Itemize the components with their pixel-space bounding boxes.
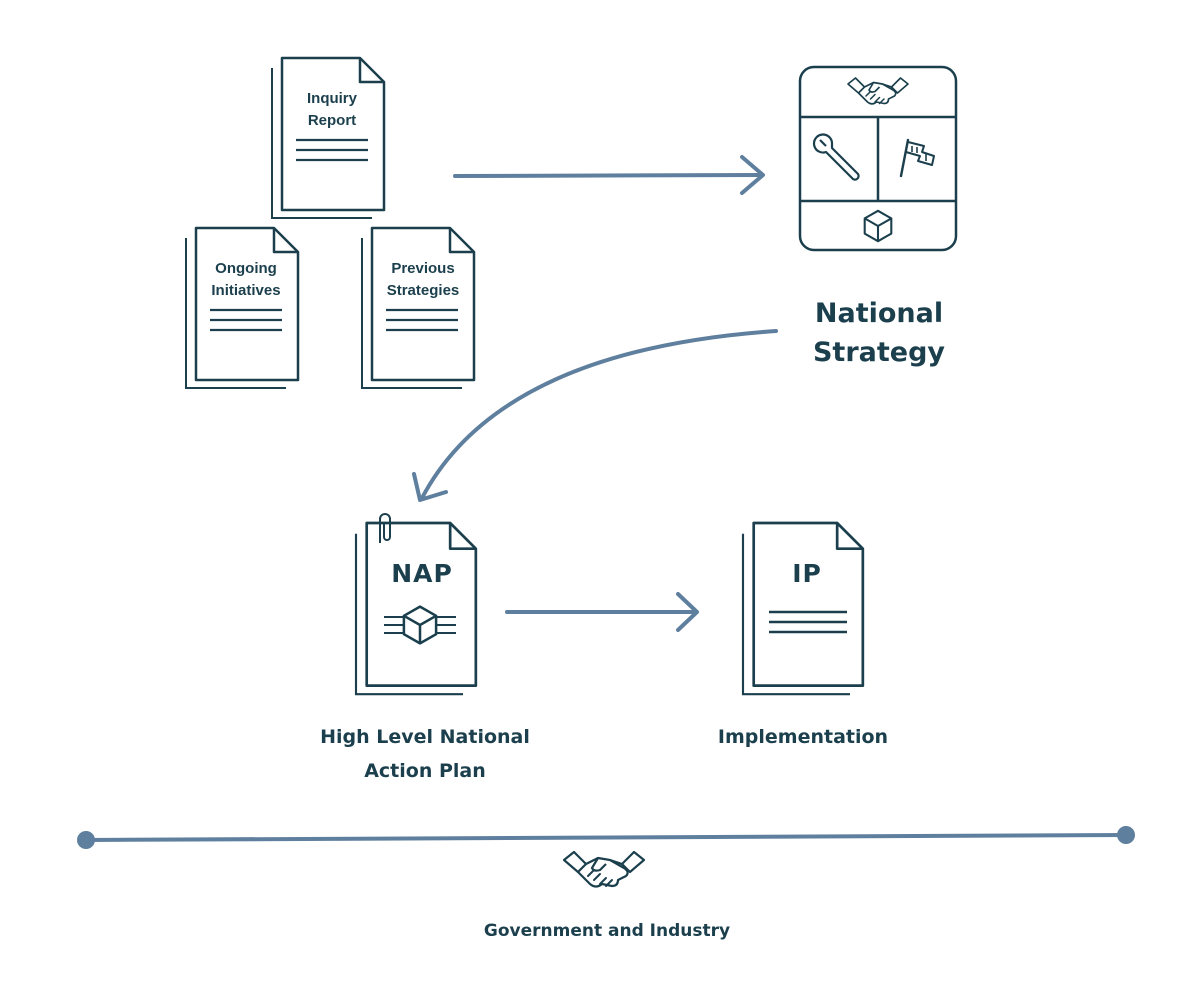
ongoing-initiatives-document	[184, 226, 300, 390]
timeline-end-dot	[1117, 826, 1135, 844]
wrench-icon	[812, 133, 860, 181]
arrow-to-nap	[412, 329, 778, 502]
nap-label: High Level National Action Plan	[320, 726, 530, 782]
nap-code: NAP	[391, 559, 453, 588]
ip-document	[741, 521, 865, 696]
text-lines	[296, 138, 368, 162]
text-lines	[769, 610, 847, 634]
nap-document	[354, 513, 478, 696]
paperclip-icon	[379, 513, 391, 543]
cube-icon	[384, 605, 456, 645]
ip-code: IP	[792, 559, 822, 588]
text-lines	[210, 308, 282, 332]
text-lines	[386, 308, 458, 332]
arrow-to-ip	[505, 592, 699, 632]
ongoing-initiatives-title: Ongoing Initiatives	[211, 260, 281, 299]
previous-strategies-title: Previous Strategies	[386, 260, 460, 299]
inquiry-report-title: Inquiry Report	[306, 90, 357, 129]
national-strategy-box	[798, 65, 958, 252]
timeline-start-dot	[77, 831, 95, 849]
previous-strategies-document	[360, 226, 476, 390]
government-industry-label: Government and Industry	[483, 921, 731, 941]
handshake-icon	[562, 850, 646, 888]
flag-icon	[899, 138, 935, 178]
inquiry-report-document	[270, 56, 386, 220]
arrow-to-strategy	[453, 155, 765, 195]
ip-label: Implementation	[717, 726, 889, 748]
national-strategy-label: National Strategy	[812, 298, 946, 368]
timeline	[77, 826, 1135, 849]
